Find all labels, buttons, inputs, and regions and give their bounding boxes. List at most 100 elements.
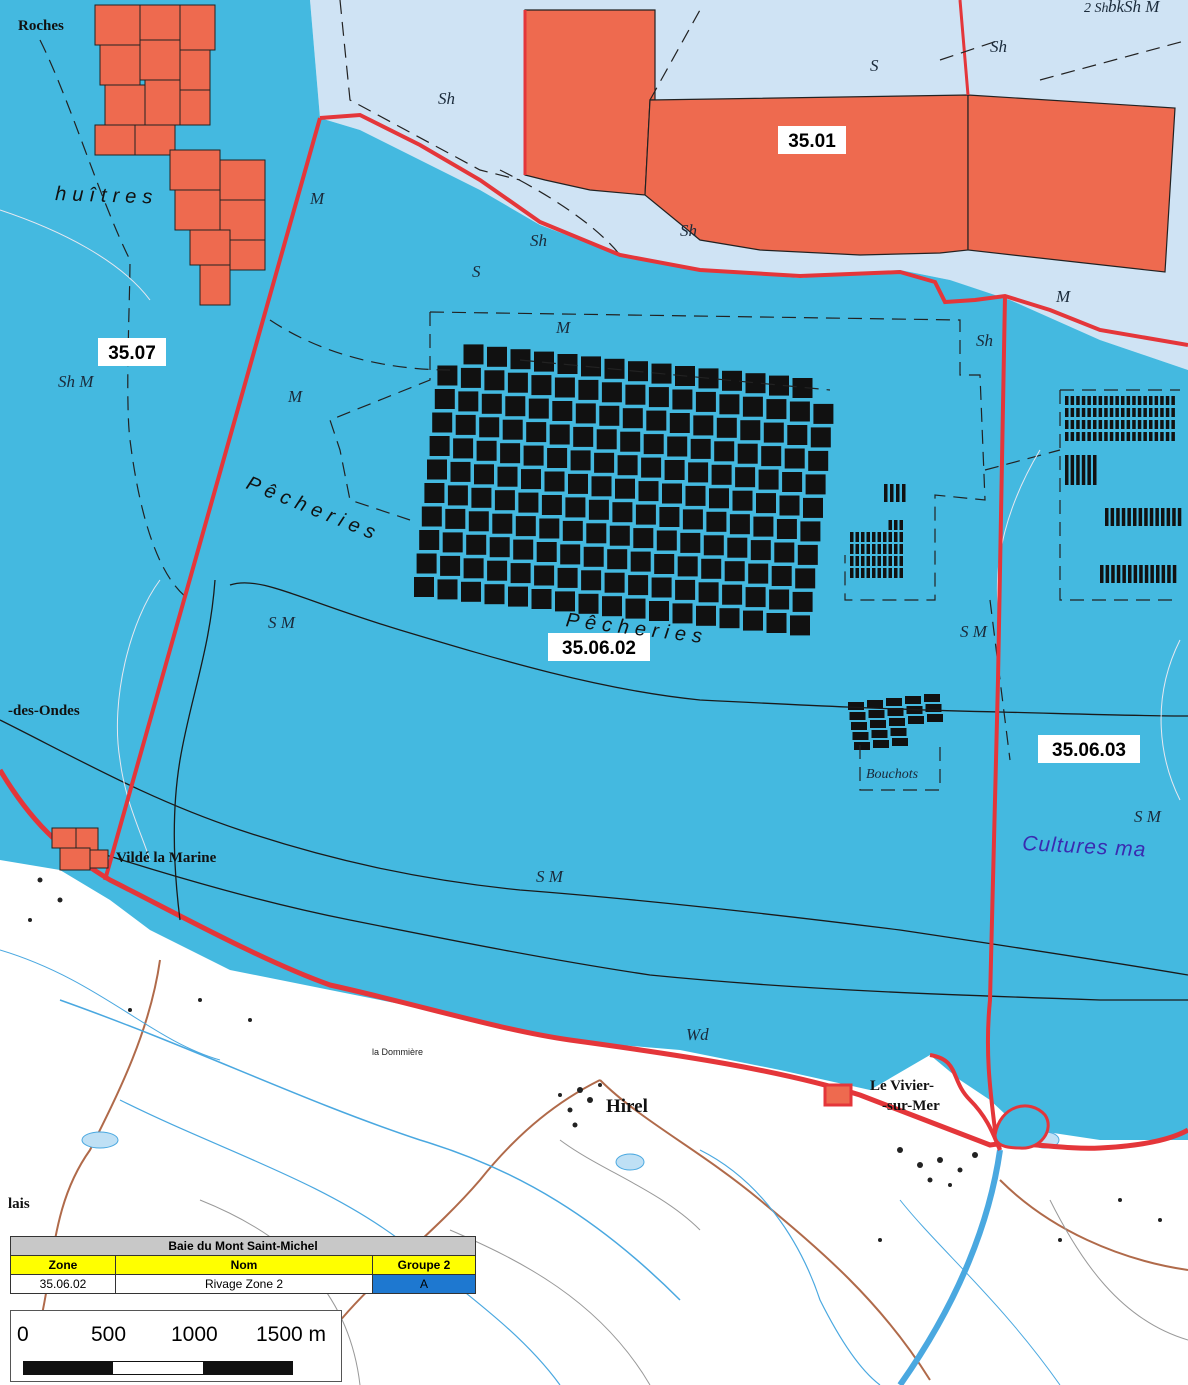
grid-cell <box>808 450 829 471</box>
stripe <box>1171 432 1175 441</box>
stripe <box>1081 396 1086 405</box>
grid-cell <box>424 483 445 503</box>
svg-text:bkSh M: bkSh M <box>1108 0 1160 16</box>
scale-segment-3 <box>203 1361 293 1375</box>
grid-cell <box>790 615 810 636</box>
stripe <box>1121 420 1125 429</box>
place-dommiere: la Dommière <box>372 1047 423 1057</box>
vivier-marker <box>823 1083 853 1107</box>
grid-cell <box>714 441 735 462</box>
stripe <box>861 556 865 566</box>
grid-cell <box>743 610 763 631</box>
stripe <box>850 556 854 566</box>
grid-cell <box>526 422 547 443</box>
vivier-harbour <box>993 1104 1050 1150</box>
place-vivier-1: Le Vivier- <box>870 1078 934 1094</box>
grid-cell <box>625 598 646 619</box>
grid-cell <box>497 466 518 487</box>
stripe <box>1154 396 1159 405</box>
stripe <box>1171 408 1175 417</box>
grid-cell <box>578 593 599 614</box>
grid-cell <box>638 481 659 502</box>
grid-cell <box>750 540 771 561</box>
grid-cell <box>575 403 596 424</box>
stripe <box>1154 432 1159 441</box>
svg-text:Sh: Sh <box>680 221 697 240</box>
stripe <box>1149 396 1153 405</box>
bouchot <box>892 738 908 746</box>
stripe <box>1121 508 1126 526</box>
grid-cell <box>562 520 583 541</box>
grid-cell <box>500 443 521 464</box>
stripe <box>1122 565 1126 583</box>
place-lais: lais <box>8 1196 30 1212</box>
grid-cell <box>442 532 463 553</box>
bouchot <box>849 712 866 720</box>
stripe <box>1127 508 1131 526</box>
grid-cell <box>719 608 740 629</box>
stripe <box>850 532 854 542</box>
grid-cell <box>557 567 578 588</box>
grid-cell <box>680 532 701 553</box>
grid-cell <box>523 445 544 466</box>
svg-text:S M: S M <box>1134 807 1162 826</box>
legend-title: Baie du Mont Saint-Michel <box>11 1237 475 1255</box>
grid-cell <box>615 478 635 499</box>
grid-cell <box>740 420 761 441</box>
grid-cell <box>669 413 690 433</box>
place-ondes: -des-Ondes <box>8 703 80 719</box>
stripe <box>1165 396 1170 405</box>
stripe <box>1143 420 1147 429</box>
grid-cell <box>487 560 508 581</box>
stripe <box>894 556 898 566</box>
scale-bar: 0 500 1000 1500 m <box>10 1310 342 1382</box>
stripe <box>1156 565 1160 583</box>
grid-cell <box>604 572 625 593</box>
stripe <box>1093 432 1097 441</box>
grid-cell <box>792 378 813 398</box>
grid-cell <box>612 502 633 523</box>
stripe <box>1138 508 1143 526</box>
grid-cell <box>502 419 523 440</box>
grid-cell <box>445 508 466 529</box>
grid-cell <box>625 384 646 405</box>
legend-table: Baie du Mont Saint-Michel Zone Nom Group… <box>10 1236 476 1294</box>
stripe <box>1128 565 1132 583</box>
grid-cell <box>468 511 489 532</box>
grid-cell <box>784 448 805 469</box>
stripe <box>877 556 881 566</box>
grid-cell <box>573 426 594 447</box>
grid-cell <box>659 507 680 527</box>
zone-labels: 35.01 35.06.02 35.06.03 35.07 <box>98 126 1140 763</box>
stripe <box>1144 565 1149 583</box>
stripe <box>883 544 887 554</box>
stripe <box>1109 420 1114 429</box>
stripe <box>894 532 898 542</box>
zone-boundary-west <box>103 117 322 881</box>
grid-cell <box>711 464 732 485</box>
grid-cell <box>745 587 766 608</box>
grid-cell <box>617 455 638 476</box>
stripe <box>1121 432 1125 441</box>
bouchot <box>927 714 943 722</box>
stripe <box>1098 408 1103 417</box>
grid-cell <box>635 504 656 525</box>
grid-cell <box>432 412 453 433</box>
grid-cell <box>539 518 560 539</box>
grid-cell <box>685 485 706 506</box>
stripe <box>1121 396 1125 405</box>
grid-cell <box>709 488 729 509</box>
grid-cell <box>695 391 716 412</box>
grid-cell <box>427 459 447 480</box>
stripe <box>1149 508 1154 526</box>
stripe <box>872 544 876 554</box>
grid-cell <box>565 497 586 518</box>
svg-text:S M: S M <box>536 867 564 886</box>
grid-cell <box>463 344 484 365</box>
zone-huitres-parcels <box>94 4 266 306</box>
stripe <box>1087 396 1091 405</box>
stripe <box>1165 432 1170 441</box>
stripe <box>888 532 892 542</box>
